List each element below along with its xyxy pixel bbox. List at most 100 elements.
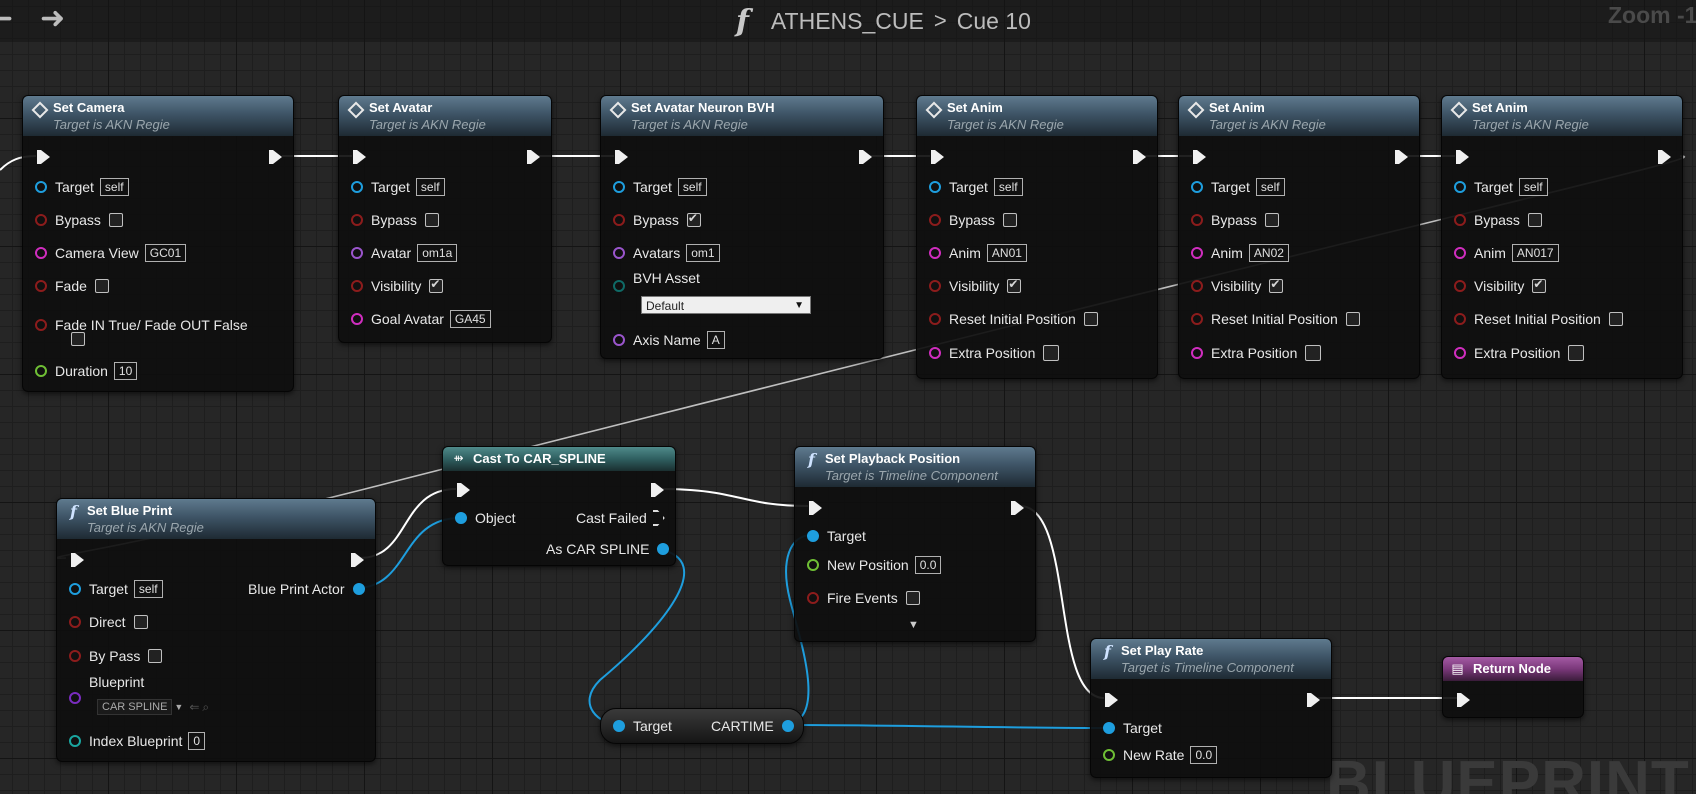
- bypass-checkbox[interactable]: [1002, 213, 1017, 227]
- bypass-checkbox[interactable]: [424, 213, 439, 227]
- pin-bypass[interactable]: Bypass: [351, 211, 439, 229]
- target-value[interactable]: self: [99, 178, 129, 196]
- node-set-blue-print[interactable]: f Set Blue Print Target is AKN Regie Tar…: [56, 498, 376, 762]
- exec-in-pin[interactable]: [809, 499, 822, 517]
- exec-out-pin[interactable]: [1011, 499, 1024, 517]
- pin-fade-in[interactable]: Fade IN True/ Fade OUT False: [35, 316, 248, 334]
- avatars-value[interactable]: om1: [686, 244, 720, 262]
- pin-camera-view[interactable]: Camera View GC01: [35, 244, 187, 262]
- pin-anim[interactable]: Anim AN017: [1454, 244, 1559, 262]
- pin-target[interactable]: Target self: [35, 178, 129, 196]
- exec-out-pin[interactable]: [1133, 148, 1146, 166]
- pin-fire-events[interactable]: Fire Events: [807, 589, 920, 607]
- exec-out-pin[interactable]: [859, 148, 872, 166]
- exec-out-pin[interactable]: [351, 551, 364, 569]
- pin-extra-position[interactable]: Extra Position: [929, 344, 1060, 362]
- exec-in-pin[interactable]: [457, 481, 470, 499]
- pin-cartime-out[interactable]: CARTIME: [711, 717, 802, 735]
- visibility-checkbox[interactable]: [429, 277, 444, 293]
- pin-visibility[interactable]: Visibility: [1454, 277, 1547, 295]
- expand-advanced-icon[interactable]: ▼: [908, 619, 919, 631]
- new-rate-value[interactable]: 0.0: [1190, 746, 1218, 764]
- exec-in-pin[interactable]: [1105, 691, 1118, 709]
- pin-axis-name[interactable]: Axis Name A: [613, 331, 725, 349]
- node-set-anim-3[interactable]: Set Anim Target is AKN Regie Target self…: [1441, 95, 1683, 379]
- pin-bvh-asset[interactable]: BVH Asset: [613, 270, 700, 295]
- target-value[interactable]: self: [993, 178, 1023, 196]
- pin-bypass[interactable]: Bypass: [613, 211, 701, 229]
- anim-value[interactable]: AN02: [1248, 244, 1289, 262]
- pin-direct[interactable]: Direct: [69, 613, 148, 631]
- target-value[interactable]: self: [415, 178, 445, 196]
- exec-out-pin[interactable]: [651, 481, 664, 499]
- pin-avatar[interactable]: Avatar om1a: [351, 244, 458, 262]
- extra-position-box[interactable]: [1568, 345, 1585, 361]
- visibility-checkbox[interactable]: [1269, 277, 1284, 293]
- node-set-playback-position[interactable]: f Set Playback Position Target is Timeli…: [794, 446, 1036, 642]
- reset-checkbox[interactable]: [1083, 312, 1098, 326]
- pin-by-pass[interactable]: By Pass: [69, 647, 163, 665]
- camera-view-value[interactable]: GC01: [144, 244, 187, 262]
- pin-duration[interactable]: Duration 10: [35, 362, 138, 380]
- pin-goal-avatar[interactable]: Goal Avatar GA45: [351, 310, 491, 328]
- forward-arrow-icon[interactable]: ➜: [40, 2, 66, 35]
- browse-search-icon[interactable]: ⌕: [202, 699, 210, 714]
- pin-bypass[interactable]: Bypass: [1191, 211, 1279, 229]
- by-pass-checkbox[interactable]: [148, 649, 163, 663]
- fade-checkbox[interactable]: [94, 279, 109, 293]
- pin-blueprint[interactable]: Blueprint: [69, 674, 144, 704]
- pin-visibility[interactable]: Visibility: [929, 277, 1022, 295]
- pin-target[interactable]: Target self: [1191, 178, 1285, 196]
- visibility-checkbox[interactable]: [1007, 277, 1022, 293]
- duration-value[interactable]: 10: [113, 362, 138, 380]
- node-set-anim-2[interactable]: Set Anim Target is AKN Regie Target self…: [1178, 95, 1420, 379]
- pin-anim[interactable]: Anim AN01: [929, 244, 1027, 262]
- pin-reset-initial-position[interactable]: Reset Initial Position: [1454, 310, 1623, 328]
- avatar-value[interactable]: om1a: [417, 244, 458, 262]
- pin-bypass[interactable]: Bypass: [1454, 211, 1542, 229]
- pin-visibility[interactable]: Visibility: [1191, 277, 1284, 295]
- index-blueprint-value[interactable]: 0: [188, 732, 206, 750]
- pin-fade[interactable]: Fade: [35, 277, 109, 295]
- pin-target[interactable]: Target: [807, 527, 866, 545]
- reset-checkbox[interactable]: [1608, 312, 1623, 326]
- pin-object[interactable]: Object: [455, 509, 515, 527]
- fire-events-checkbox[interactable]: [905, 591, 920, 605]
- exec-in-pin[interactable]: [37, 148, 50, 166]
- node-set-avatar[interactable]: Set Avatar Target is AKN Regie Target se…: [338, 95, 552, 343]
- target-value[interactable]: self: [1518, 178, 1548, 196]
- blueprint-class-picker[interactable]: CAR SPLINE ▼ ⇐ ⌕: [97, 699, 209, 715]
- node-set-avatar-neuron-bvh[interactable]: Set Avatar Neuron BVH Target is AKN Regi…: [600, 95, 884, 359]
- pin-anim[interactable]: Anim AN02: [1191, 244, 1289, 262]
- pin-target[interactable]: Target self: [929, 178, 1023, 196]
- exec-in-pin[interactable]: [615, 148, 628, 166]
- node-set-anim-1[interactable]: Set Anim Target is AKN Regie Target self…: [916, 95, 1158, 379]
- pin-extra-position[interactable]: Extra Position: [1454, 344, 1585, 362]
- pin-new-position[interactable]: New Position 0.0: [807, 556, 942, 574]
- pin-visibility[interactable]: Visibility: [351, 277, 444, 295]
- exec-in-pin[interactable]: [1193, 148, 1206, 166]
- bypass-checkbox[interactable]: [1264, 213, 1279, 227]
- pin-bypass[interactable]: Bypass: [929, 211, 1017, 229]
- exec-in-pin[interactable]: [71, 551, 84, 569]
- node-set-camera[interactable]: Set Camera Target is AKN Regie Target se…: [22, 95, 294, 392]
- pin-target[interactable]: Target self: [69, 580, 163, 598]
- node-return[interactable]: ▤ Return Node: [1442, 656, 1584, 718]
- bypass-checkbox[interactable]: [686, 211, 701, 227]
- exec-in-pin[interactable]: [1456, 148, 1469, 166]
- pin-blue-print-actor-out[interactable]: Blue Print Actor: [248, 580, 373, 598]
- bvh-asset-dropdown[interactable]: Default ▼: [641, 296, 811, 314]
- pin-extra-position[interactable]: Extra Position: [1191, 344, 1322, 362]
- pin-cast-failed[interactable]: Cast Failed: [576, 509, 665, 527]
- exec-in-pin[interactable]: [353, 148, 366, 166]
- exec-out-pin[interactable]: [1395, 148, 1408, 166]
- pin-target[interactable]: Target self: [1454, 178, 1548, 196]
- exec-in-pin[interactable]: [931, 148, 944, 166]
- target-value[interactable]: self: [1255, 178, 1285, 196]
- exec-out-pin[interactable]: [1658, 148, 1671, 166]
- node-set-play-rate[interactable]: f Set Play Rate Target is Timeline Compo…: [1090, 638, 1332, 778]
- exec-out-pin[interactable]: [269, 148, 282, 166]
- reset-checkbox[interactable]: [1345, 312, 1360, 326]
- exec-out-pin[interactable]: [1307, 691, 1320, 709]
